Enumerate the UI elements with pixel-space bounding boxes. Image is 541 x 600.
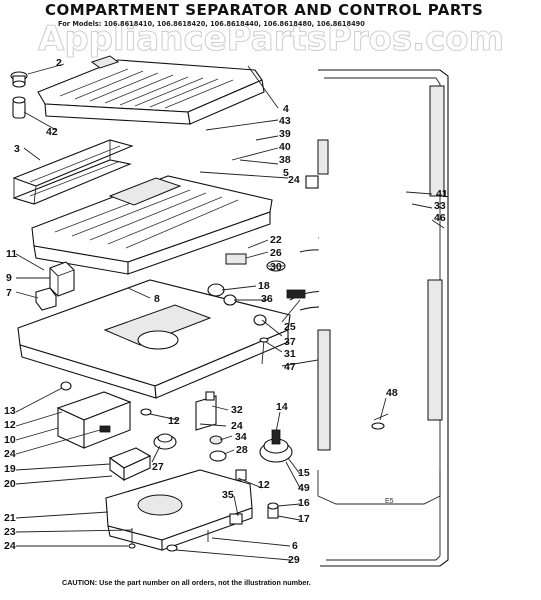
- callout-label: 18: [258, 280, 270, 292]
- callout-label: 46: [434, 212, 446, 224]
- part-34: [209, 435, 223, 445]
- callout-label: 43: [279, 115, 291, 127]
- screw-part-23: [128, 528, 136, 549]
- screw-part-2: [10, 71, 28, 88]
- callout-label: 37: [284, 336, 296, 348]
- callout-label: 28: [236, 444, 248, 456]
- callout-label: 4: [283, 103, 289, 115]
- callout-label: 24: [288, 174, 300, 186]
- callout-label: 48: [386, 387, 398, 399]
- control-box-part-10: [56, 391, 132, 449]
- figure-code: E5: [385, 498, 394, 505]
- callout-label: 24: [4, 540, 16, 552]
- callout-label: 15: [298, 467, 310, 479]
- screw-part-24-bottom: [166, 544, 178, 552]
- callout-label: 32: [231, 404, 243, 416]
- bracket-part-9: [49, 261, 75, 297]
- control-dial-part-15: [259, 429, 293, 463]
- callout-label: 36: [261, 293, 273, 305]
- callout-label: 42: [46, 126, 58, 138]
- leader-lines: [15, 63, 445, 561]
- callout-label: 26: [270, 247, 282, 259]
- callout-label: 7: [6, 287, 12, 299]
- callout-label: 33: [434, 200, 446, 212]
- callout-label: 25: [284, 321, 296, 333]
- callout-label: 14: [276, 401, 288, 413]
- clip-part-5: [305, 175, 319, 189]
- callout-label: 19: [4, 463, 16, 475]
- callout-label: 27: [152, 461, 164, 473]
- callout-label: 24: [4, 448, 16, 460]
- clip-part-12: [140, 408, 152, 416]
- callout-label: 23: [4, 526, 16, 538]
- callout-labels: 2 42 3 4 43 39 40 38 5 24 41 33 46 22 26…: [4, 57, 448, 566]
- callout-label: 9: [6, 272, 12, 284]
- callout-label: 11: [6, 248, 17, 260]
- callout-label: 12: [4, 419, 16, 431]
- callout-label: 5: [283, 167, 289, 179]
- callout-label: 49: [298, 482, 310, 494]
- models-line: For Models: 106.8618410, 106.8618420, 10…: [58, 20, 365, 28]
- callout-label: 6: [292, 540, 298, 552]
- callout-label: 20: [4, 478, 16, 490]
- thermostat-part-19: [108, 447, 152, 482]
- callout-label: 41: [436, 188, 448, 200]
- gasket-frame: [317, 69, 449, 567]
- callout-label: 16: [298, 497, 310, 509]
- callout-label: 2: [56, 57, 62, 69]
- callout-label: 3: [14, 143, 20, 155]
- spacer-part-42: [12, 96, 26, 119]
- callout-label: 8: [154, 293, 160, 305]
- diagram-title: COMPARTMENT SEPARATOR AND CONTROL PARTS: [45, 1, 483, 19]
- callout-label: 21: [4, 512, 16, 524]
- upper-shelf-panel: [37, 55, 265, 125]
- middle-shelf-panel: [31, 175, 273, 275]
- callout-label: 38: [279, 154, 291, 166]
- callout-label: 35: [222, 489, 234, 501]
- part-18: [207, 283, 225, 297]
- callout-label: 13: [4, 405, 16, 417]
- callout-label: 12: [258, 479, 270, 491]
- callout-label: 39: [279, 128, 291, 140]
- knob-part-16: [267, 502, 279, 519]
- caution-note: CAUTION: Use the part number on all orde…: [62, 578, 311, 587]
- callout-label: 10: [4, 434, 16, 446]
- part-37: [253, 314, 267, 326]
- callout-label: 34: [235, 431, 247, 443]
- part-35: [229, 513, 243, 525]
- clip-part-13: [60, 381, 72, 391]
- part-26: [225, 253, 247, 265]
- callout-label: 30: [270, 261, 282, 273]
- separator-pan-part-8: [17, 279, 291, 399]
- rail-part-3: [12, 139, 134, 205]
- callout-label: 17: [298, 513, 310, 525]
- callout-label: 22: [270, 234, 282, 246]
- knob-part-27: [153, 433, 177, 450]
- clip-part-7: [35, 287, 57, 311]
- callout-label: 31: [284, 348, 296, 360]
- housing-part-21: [105, 469, 253, 551]
- bracket-part-32: [195, 391, 217, 431]
- callout-label: 40: [279, 141, 291, 153]
- strip-part-40: [317, 139, 329, 175]
- screw-part-31: [259, 337, 269, 365]
- callout-label: 47: [284, 361, 296, 373]
- watermark: AppliancePartsPros.com: [38, 19, 504, 59]
- callout-label: 29: [288, 554, 300, 566]
- part-28: [209, 450, 227, 462]
- callout-label: 24: [231, 420, 243, 432]
- callout-label: 12: [168, 415, 180, 427]
